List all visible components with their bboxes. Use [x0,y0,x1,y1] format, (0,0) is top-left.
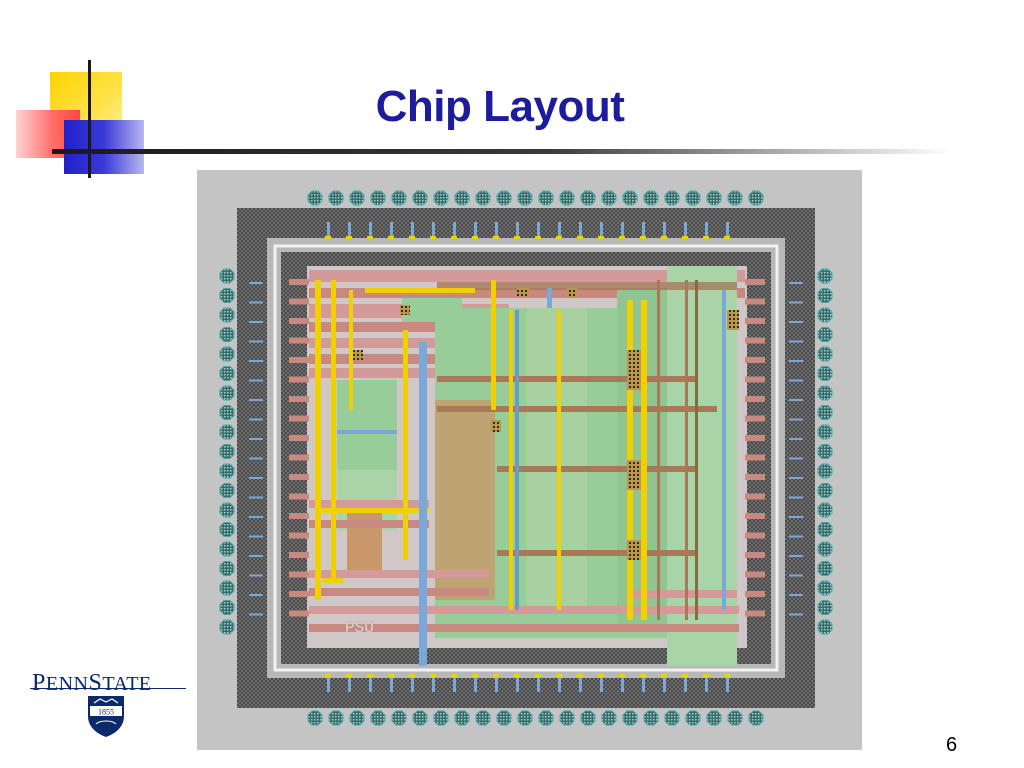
logo-rule [30,688,186,689]
title-underline [52,149,952,154]
decorative-blue-square [64,120,144,174]
io-connections [249,222,803,692]
core-logic [309,266,745,666]
bond-pads-top [307,190,764,206]
chip-layout-image: PSU [219,190,833,726]
shield-year: 1855 [98,708,114,717]
bond-pads-bottom [307,710,764,726]
decorative-vertical-line [88,60,91,178]
slide-title: Chip Layout [375,82,625,131]
psu-silkscreen: PSU [345,619,374,637]
logo-wordmark: PENNSTATE [32,670,152,696]
shield-icon: 1855 [88,696,124,737]
bond-pads-left [219,268,235,635]
bond-pads-right [817,268,833,635]
page-number: 6 [946,734,958,756]
pennstate-logo: PENNSTATE 1855 [30,666,190,746]
